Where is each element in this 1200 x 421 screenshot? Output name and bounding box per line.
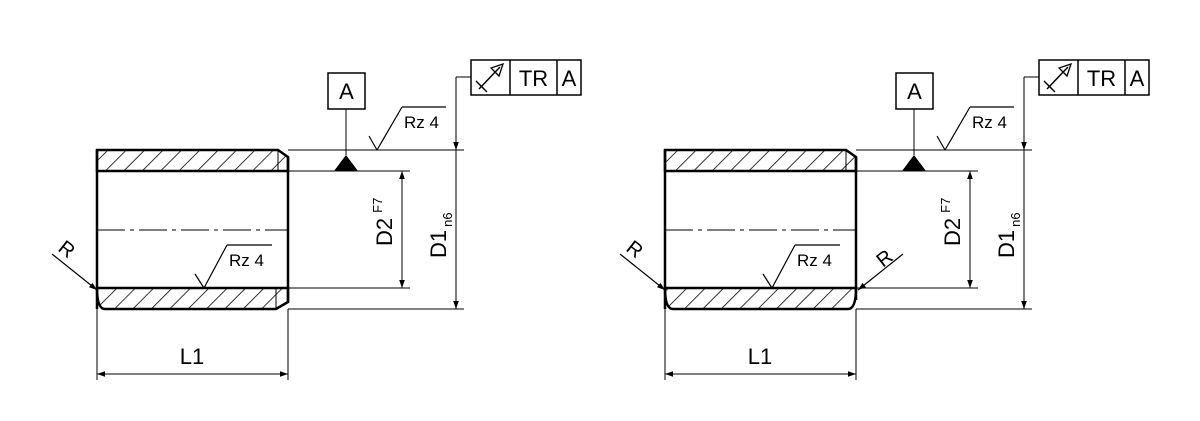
roughness-symbol-bore: Rz 4	[194, 244, 272, 289]
length-dimension-label: L1	[180, 344, 204, 369]
outer-dimension-label: D1n6	[994, 212, 1023, 258]
svg-text:Rz 4: Rz 4	[229, 251, 264, 270]
feature-control-frame: TR A	[453, 59, 582, 150]
svg-text:Rz 4: Rz 4	[972, 113, 1007, 132]
bottom-wall-section	[663, 286, 858, 311]
datum-label: A	[339, 79, 354, 104]
bushing-drawing-right: A TR A Rz 4 Rz 4	[619, 59, 1150, 380]
roughness-symbol-bore: Rz 4	[762, 244, 840, 289]
svg-text:R: R	[873, 246, 898, 272]
datum-box	[895, 72, 934, 110]
datum-triangle	[902, 155, 926, 171]
svg-text:Rz 4: Rz 4	[797, 251, 832, 270]
top-wall-section	[95, 148, 290, 173]
total-runout-icon	[1043, 62, 1073, 93]
length-dimension-label: L1	[748, 344, 772, 369]
roughness-symbol-outer: Rz 4	[936, 106, 1014, 151]
tolerance-label: TR	[519, 66, 548, 91]
roughness-symbol-outer: Rz 4	[368, 106, 446, 151]
radius-callout-right: R	[857, 246, 904, 291]
bottom-wall-section	[95, 286, 290, 311]
frame-datum-label: A	[562, 66, 577, 91]
top-wall-section	[663, 148, 858, 173]
datum-label: A	[907, 79, 922, 104]
feature-control-frame: TR A	[1021, 59, 1150, 150]
bore-dimension-label: D2F7	[938, 198, 965, 246]
bore-dimension-label: D2F7	[370, 198, 397, 246]
svg-text:Rz 4: Rz 4	[404, 113, 439, 132]
frame-datum-label: A	[1130, 66, 1145, 91]
datum-box	[327, 72, 366, 110]
total-runout-icon	[475, 62, 505, 93]
radius-callout: R	[51, 237, 98, 291]
datum-triangle	[334, 155, 358, 171]
bushing-drawing-left: A TR A Rz 4 Rz	[51, 59, 582, 380]
radius-callout-left: R	[619, 237, 666, 291]
outer-dimension-label: D1n6	[426, 212, 455, 258]
tolerance-label: TR	[1087, 66, 1116, 91]
